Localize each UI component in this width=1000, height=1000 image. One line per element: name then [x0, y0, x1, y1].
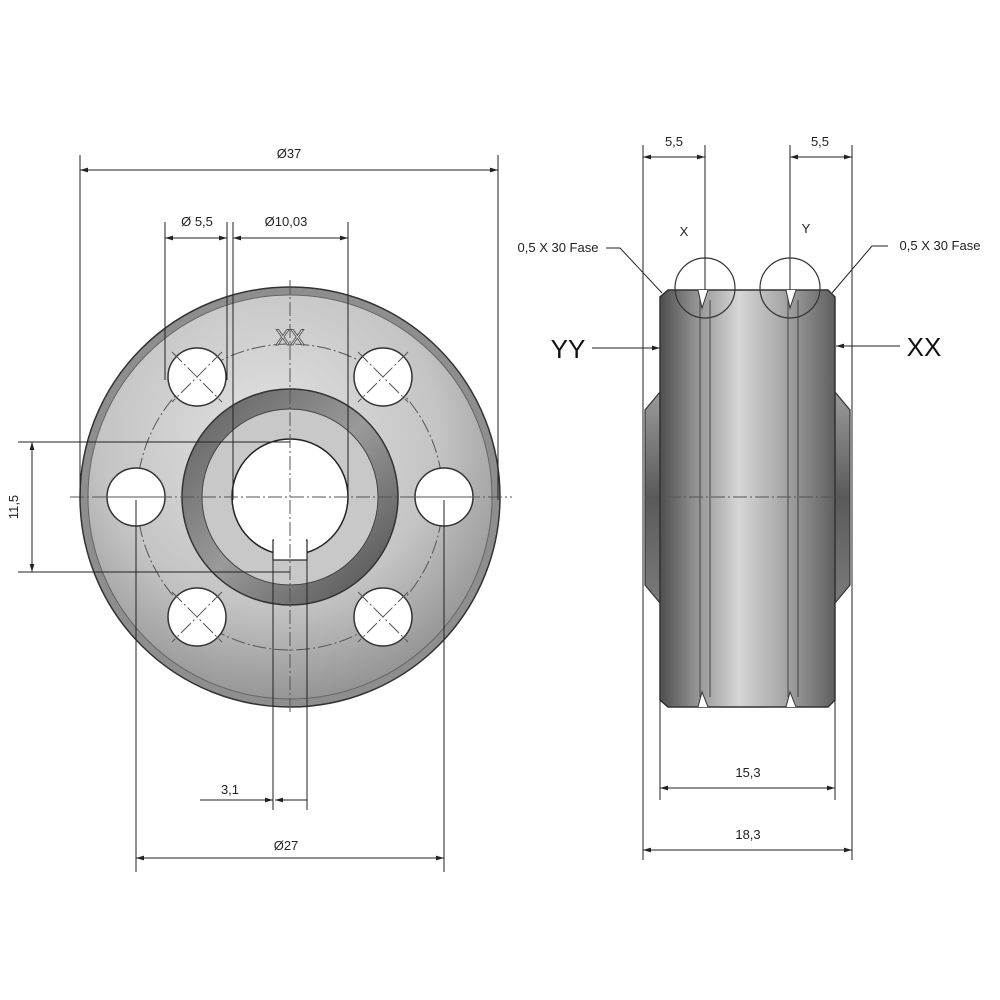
- right-groove-width-label: 5,5: [811, 134, 829, 149]
- front-view: XX Ø37 Ø 5,5 Ø10,03 11,5 3,1 Ø27: [6, 146, 512, 872]
- mounting-holes: [100, 347, 480, 647]
- bore-diameter-label: Ø10,03: [265, 214, 308, 229]
- roller-body: [659, 289, 836, 708]
- chamfer-left-label: 0,5 X 30 Fase: [518, 240, 599, 255]
- side-view: X Y 5,5 5,5 0,5 X 30 Fase 0,5 X 30 Fase …: [518, 134, 981, 860]
- total-width-label: 18,3: [735, 827, 760, 842]
- groove-x-label: X: [680, 224, 689, 239]
- groove-y-label: Y: [802, 221, 811, 236]
- outer-diameter-label: Ø37: [277, 146, 302, 161]
- keyway-width-label: 3,1: [221, 782, 239, 797]
- hole-diameter-label: Ø 5,5: [181, 214, 213, 229]
- chamfer-right-label: 0,5 X 30 Fase: [900, 238, 981, 253]
- pitch-diameter-label: Ø27: [274, 838, 299, 853]
- height-label: 11,5: [6, 495, 21, 519]
- side-right-label: XX: [907, 332, 942, 362]
- side-left-label: YY: [551, 334, 586, 364]
- inner-width-label: 15,3: [735, 765, 760, 780]
- groove-x: [697, 289, 709, 310]
- face-marking: XX: [275, 325, 305, 350]
- groove-y: [785, 289, 797, 310]
- left-groove-width-label: 5,5: [665, 134, 683, 149]
